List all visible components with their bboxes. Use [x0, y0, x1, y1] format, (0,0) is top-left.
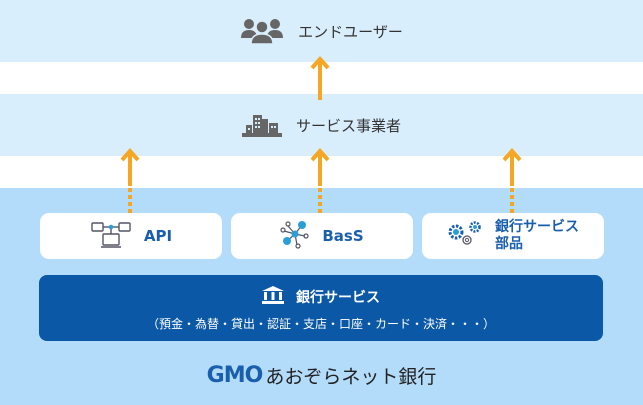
- company-logo: GMO あおぞらネット銀行: [0, 362, 643, 389]
- bass-box: BasS: [231, 213, 413, 259]
- bass-label: BasS: [322, 227, 364, 245]
- bank-service-parts-box: 銀行サービス 部品: [422, 213, 604, 259]
- gears-icon: [447, 220, 483, 252]
- gmo-logo-mark: GMO: [206, 363, 264, 388]
- molecule-nodes-icon: [280, 219, 310, 253]
- arrow-up-icon: [120, 148, 140, 214]
- arrow-up-icon: [310, 148, 330, 214]
- end-user-tier: エンドユーザー: [0, 16, 643, 46]
- bank-service-box: 銀行サービス （預金・為替・貸出・認証・支店・口座・カード・決済・・・）: [39, 275, 603, 341]
- end-user-band: [0, 0, 643, 62]
- bank-icon: [262, 286, 284, 308]
- arrow-up-icon: [310, 56, 330, 100]
- logo-text: あおぞらネット銀行: [265, 366, 437, 388]
- end-user-label: エンドユーザー: [298, 22, 403, 41]
- users-icon: [240, 18, 284, 44]
- service-provider-tier: サービス事業者: [0, 110, 643, 140]
- service-provider-label: サービス事業者: [295, 116, 401, 135]
- buildings-icon: [241, 113, 282, 137]
- network-devices-icon: [90, 220, 132, 252]
- bank-service-subtitle: （預金・為替・貸出・認証・支店・口座・カード・決済・・・）: [146, 317, 495, 331]
- bank-service-title: 銀行サービス: [296, 290, 380, 306]
- bank-service-parts-label: 銀行サービス 部品: [495, 219, 579, 252]
- service-provider-band: [0, 94, 643, 156]
- api-box: API: [40, 213, 222, 259]
- arrow-up-icon: [502, 148, 522, 214]
- api-label: API: [143, 227, 173, 245]
